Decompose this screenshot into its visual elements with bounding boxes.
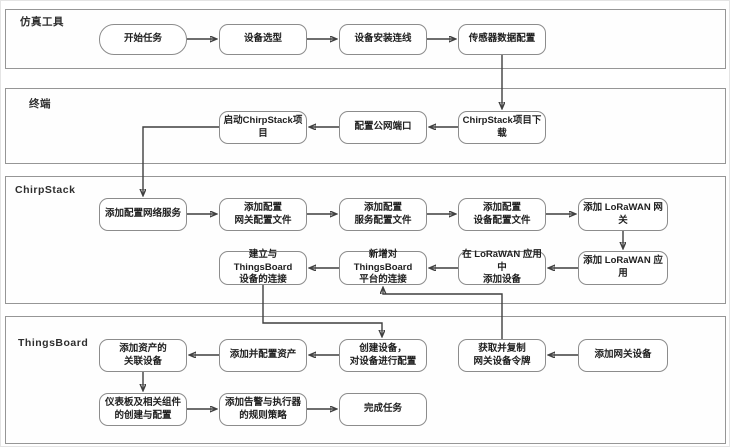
node-add-gateway-device: 添加网关设备 [578, 339, 668, 372]
node-launch-chirpstack: 启动ChirpStack项目 [219, 111, 307, 144]
lane-simulation-tools-label: 仿真工具 [20, 16, 64, 28]
node-alarm-actuator-rules: 添加告警与执行器 的规则策略 [219, 393, 307, 426]
lane-thingsboard-label: ThingsBoard [18, 337, 89, 349]
lane-chirpstack-label: ChirpStack [15, 184, 76, 196]
node-device-select: 设备选型 [219, 24, 307, 55]
node-establish-tb-device-connection: 建立与ThingsBoard 设备的连接 [219, 249, 307, 285]
node-new-tb-platform-connection: 新增对ThingsBoard 平台的连接 [339, 249, 427, 285]
node-chirpstack-download: ChirpStack项目下载 [458, 111, 546, 144]
node-add-asset-related-devices: 添加资产的 关联设备 [99, 339, 187, 372]
node-create-configure-device: 创建设备， 对设备进行配置 [339, 339, 427, 372]
node-sensor-data-config: 传感器数据配置 [458, 24, 546, 55]
node-add-service-profile: 添加配置 服务配置文件 [339, 198, 427, 231]
node-add-device-profile: 添加配置 设备配置文件 [458, 198, 546, 231]
node-add-configure-asset: 添加并配置资产 [219, 339, 307, 372]
node-start: 开始任务 [99, 24, 187, 55]
node-device-install: 设备安装连线 [339, 24, 427, 55]
lane-terminal: 终端 [5, 88, 726, 164]
node-public-port-config: 配置公网端口 [339, 111, 427, 144]
node-dashboard-components: 仪表板及相关组件 的创建与配置 [99, 393, 187, 426]
node-add-lorawan-app: 添加 LoRaWAN 应用 [578, 251, 668, 285]
node-add-lorawan-gateway: 添加 LoRaWAN 网关 [578, 198, 668, 231]
node-finish: 完成任务 [339, 393, 427, 426]
node-add-device-in-app: 在 LoRaWAN 应用中 添加设备 [458, 249, 546, 285]
node-add-network-service: 添加配置网络服务 [99, 198, 187, 231]
lane-terminal-label: 终端 [29, 98, 51, 110]
node-add-gateway-profile: 添加配置 网关配置文件 [219, 198, 307, 231]
node-copy-gateway-token: 获取并复制 网关设备令牌 [458, 339, 546, 372]
